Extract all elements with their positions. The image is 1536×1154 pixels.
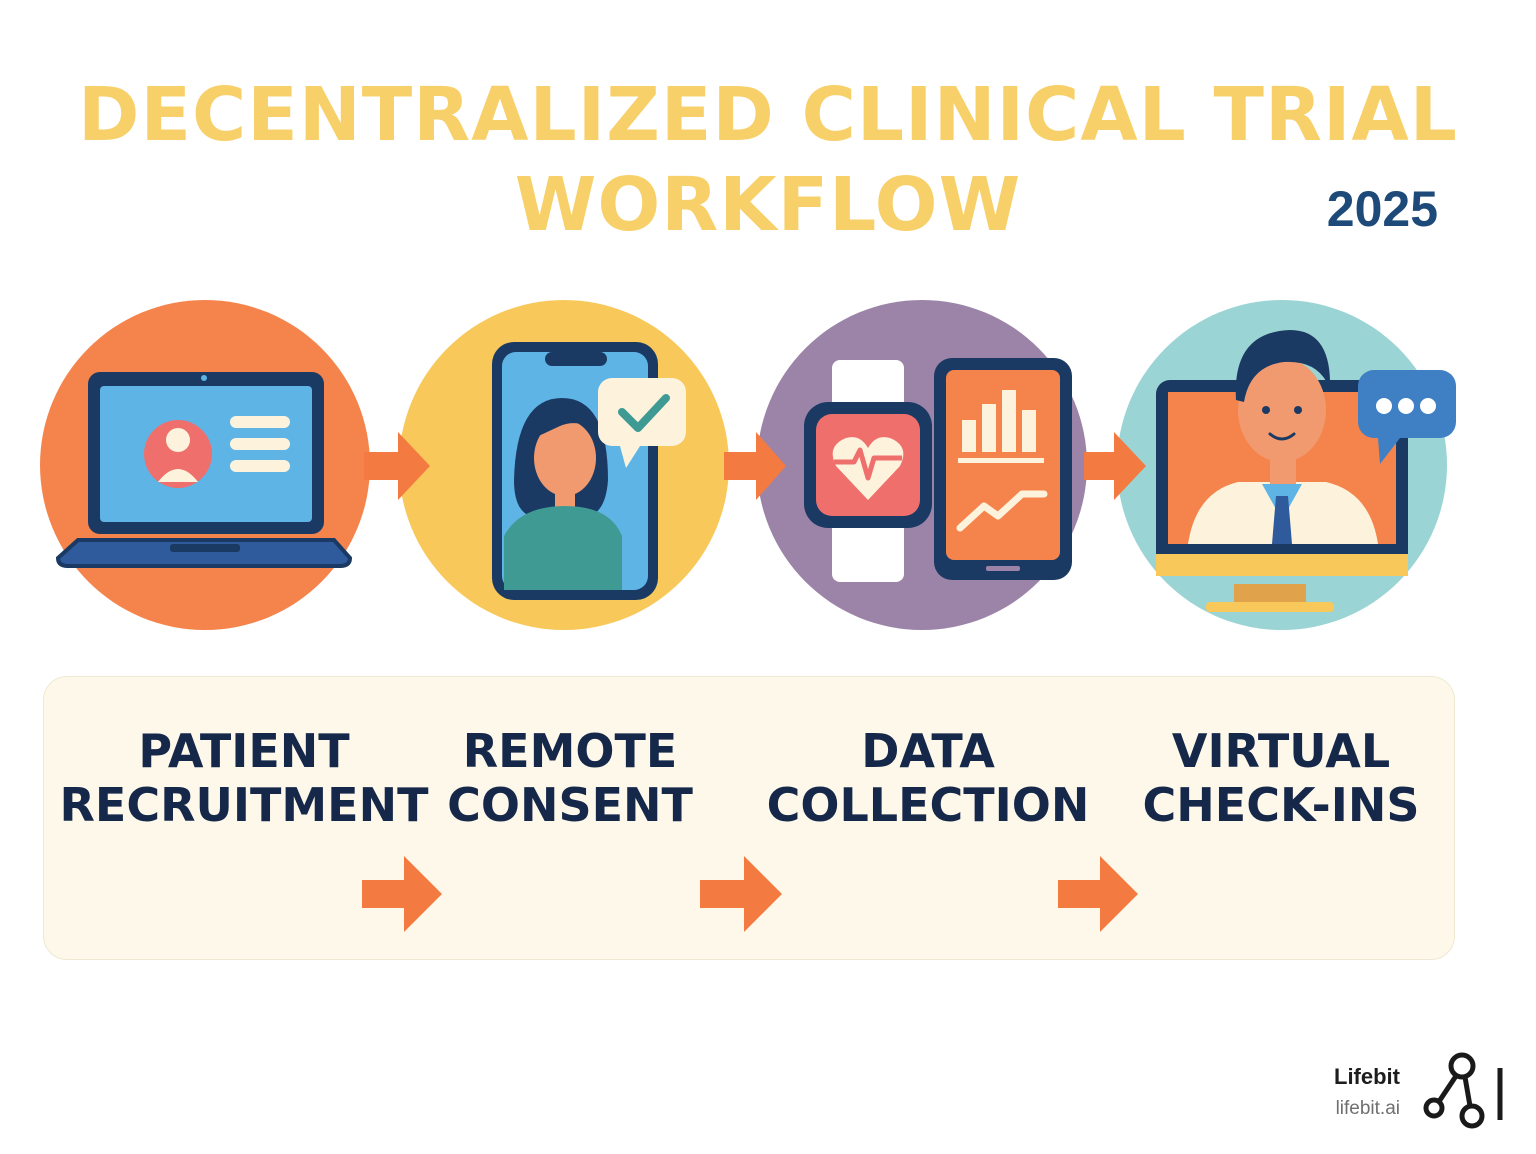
page-title-line-2: WORKFLOW [514, 162, 1022, 248]
brand-url: lifebit.ai [1335, 1098, 1400, 1119]
year-label: 2025 [1326, 181, 1438, 237]
phone-consent-icon [399, 300, 729, 630]
brand-block: Lifebit lifebit.ai [1334, 1064, 1400, 1120]
arrow-right-icon [1058, 856, 1138, 932]
arrow-right-icon [700, 856, 782, 932]
step-label-virtual-check-ins: VIRTUAL CHECK-INS [1142, 724, 1420, 832]
doctor-video-call-icon [1117, 300, 1456, 630]
lifebit-logo-icon [1423, 1052, 1503, 1129]
page-title-line-1: DECENTRALIZED CLINICAL TRIAL [78, 72, 1458, 158]
step-label-patient-recruitment: PATIENT RECRUITMENT [59, 724, 429, 832]
brand-name: Lifebit [1334, 1064, 1400, 1089]
step-label-remote-consent: REMOTE CONSENT [447, 724, 693, 832]
step-label-data-collection: DATA COLLECTION [766, 724, 1090, 832]
wearable-tablet-data-icon [757, 300, 1087, 630]
arrow-right-icon [362, 856, 442, 932]
workflow-illustrations [40, 300, 1456, 630]
laptop-profile-icon [40, 300, 370, 630]
flow-arrows-top [364, 432, 1146, 500]
